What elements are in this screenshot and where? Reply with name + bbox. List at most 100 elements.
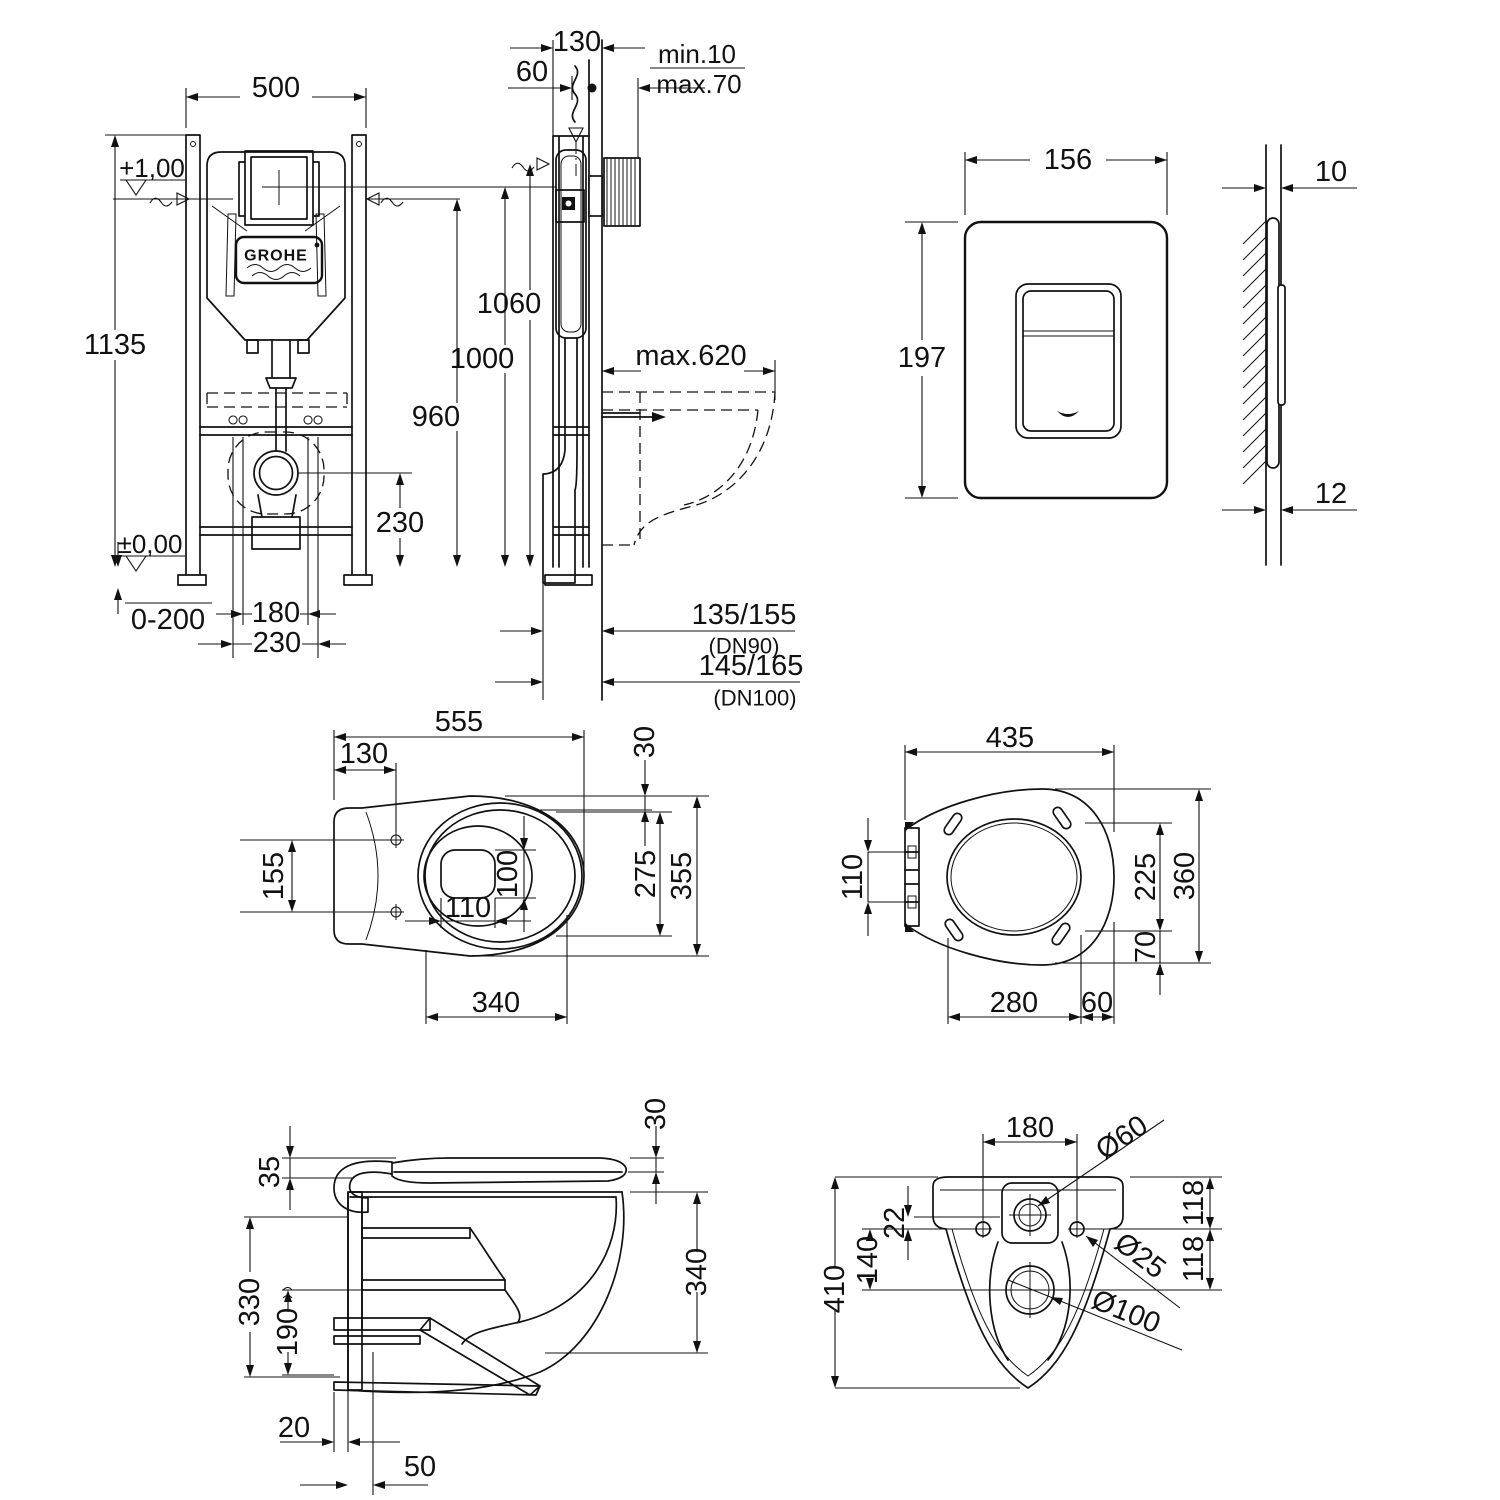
water-connection-box — [555, 189, 585, 223]
dim-lid-thickness: 30 — [640, 1098, 672, 1130]
dim-back-height: 330 — [234, 1278, 266, 1326]
button-smile-mark — [1057, 411, 1079, 417]
drain-hole — [440, 849, 496, 899]
dim-pipe-offset: 60 — [516, 56, 548, 88]
dim-rim-offset: 30 — [629, 726, 661, 758]
water-level-arrows — [149, 192, 404, 207]
inlet-boss — [1001, 1182, 1059, 1244]
dim-seat-inner-length: 280 — [990, 987, 1038, 1019]
dim-seat-front-offset: 60 — [1081, 987, 1113, 1019]
anchor-bolts — [228, 415, 323, 425]
wall-lines — [588, 39, 603, 701]
flush-plate-view: 156 197 10 12 — [898, 144, 1357, 566]
hinge-pin-bottom — [907, 895, 917, 909]
frame-side-profile — [544, 135, 593, 586]
seat-top-view: 435 110 225 360 70 280 60 — [837, 722, 1211, 1024]
seat-ring-inner — [950, 822, 1078, 932]
dim-rear-height: 410 — [819, 1265, 851, 1313]
dim-plate-offset-bottom: 12 — [1315, 478, 1347, 510]
logo-dot — [314, 242, 320, 248]
rear-inner-lines — [940, 1189, 1116, 1377]
rail-hole-left — [190, 141, 196, 147]
grohe-logo: GROHE — [234, 235, 324, 285]
dim-height-flush: 1000 — [450, 343, 515, 375]
tolerance-marks — [282, 1287, 293, 1299]
section-dim-lines — [244, 1126, 708, 1495]
button-split-line — [1023, 330, 1114, 337]
wall-hatching — [1242, 220, 1267, 485]
wall-sleeve — [588, 175, 603, 217]
dim-rear-bolt-spacing: 180 — [1006, 1112, 1054, 1144]
dim-hinge-width: 110 — [837, 854, 869, 900]
dim-drain90: 135/155 — [692, 599, 797, 631]
dim-drain100-dn: (DN100) — [713, 686, 796, 711]
bumper-slot-bl — [944, 918, 964, 942]
bowl-section-view: 30 35 330 190 340 20 50 — [234, 1098, 713, 1495]
dim-wall-min: min.10 — [658, 39, 736, 69]
dim-bolt-spacing: 180 — [252, 597, 300, 629]
ceramic-outer-curve — [347, 1191, 625, 1394]
cistern-inner-lines — [211, 205, 341, 297]
dim-section-depth: 340 — [681, 1248, 713, 1296]
rail-hole-right — [356, 141, 362, 147]
button-bezel — [1015, 283, 1122, 439]
section-hatch-band-shelf2 — [361, 1279, 506, 1291]
bowl-outline-top — [333, 795, 585, 957]
dim-bottom-offset: 20 — [278, 1412, 310, 1444]
outlet-circle-outer — [253, 450, 299, 496]
level-marks — [124, 179, 148, 572]
rear-bolt-crosses — [974, 1220, 1086, 1238]
seat-outline — [904, 788, 1115, 966]
cistern-side — [555, 149, 587, 339]
mounting-stud — [601, 412, 659, 418]
logo-waves — [246, 264, 312, 280]
plate-dim-lines — [905, 152, 1357, 511]
lid-profile — [391, 1157, 628, 1184]
water-notch — [423, 859, 428, 893]
outlet-cross — [1002, 1262, 1058, 1318]
rim-lines-section — [349, 1191, 623, 1198]
section-arrowheads — [246, 1146, 701, 1489]
dim-outlet-center: 230 — [253, 627, 301, 659]
dim-inlet-diameter: Ø60 — [1090, 1109, 1153, 1166]
dim-bowl-depth-max: max.620 — [635, 340, 746, 372]
dim-bolt-spacing-top: 155 — [258, 852, 290, 900]
front-dim-lines — [105, 88, 531, 658]
dim-plate-width: 156 — [1044, 144, 1092, 176]
frame-front-view: GROHE 500 1135 +1,00 ±0,00 0-200 180 230… — [84, 72, 556, 659]
hinge-curl — [333, 1160, 393, 1214]
supply-squiggle — [571, 65, 579, 123]
rear-outline — [932, 1176, 1124, 1389]
seat-hinge-block — [904, 827, 920, 927]
outlet-circle-inner — [258, 455, 294, 491]
dim-seat-width: 360 — [1169, 852, 1201, 900]
brand-text: GROHE — [244, 248, 308, 265]
seat-dim-lines — [867, 745, 1211, 1024]
dim-drain90-dn: (DN90) — [709, 634, 780, 659]
dim-spigot-offset: 50 — [404, 1451, 436, 1483]
bumper-slot-tl — [943, 812, 963, 836]
dim-bolts-to-outlet: 118 — [1178, 1236, 1210, 1282]
dim-outlet-diameter: Ø100 — [1087, 1284, 1165, 1340]
dim-outlet-depth: 100 — [492, 850, 524, 898]
dim-height-bracket: 960 — [412, 401, 460, 433]
dim-top-to-bolts: 118 — [1178, 1180, 1210, 1226]
bracket-zone-dashed — [206, 392, 348, 408]
dim-plate-height: 197 — [898, 342, 946, 374]
cistern-outline — [206, 151, 346, 341]
hinge-wedges — [905, 822, 914, 932]
dim-seat-rear-offset: 70 — [1130, 931, 1162, 963]
section-hatch-band-backwall — [347, 1191, 363, 1391]
pipe-axis-dot — [587, 83, 597, 93]
section-hatch-band-bottom — [333, 1381, 541, 1396]
section-hatch-band-spigot — [333, 1317, 431, 1345]
dim-drain100: 145/165 — [699, 650, 804, 682]
hinge-pin-top — [907, 845, 917, 859]
bowl-rear-view: 180 410 140 22 118 118 Ø60 Ø25 Ø100 — [819, 1109, 1222, 1389]
bumper-slot-br — [1051, 922, 1071, 946]
supply-nut-hatch — [606, 158, 636, 226]
dim-bolt-diameter: Ø25 — [1108, 1227, 1171, 1286]
dim-height-top: 1060 — [477, 288, 542, 320]
side-dim-lines — [495, 40, 800, 700]
dim-seat-inner-width: 225 — [1130, 853, 1162, 901]
